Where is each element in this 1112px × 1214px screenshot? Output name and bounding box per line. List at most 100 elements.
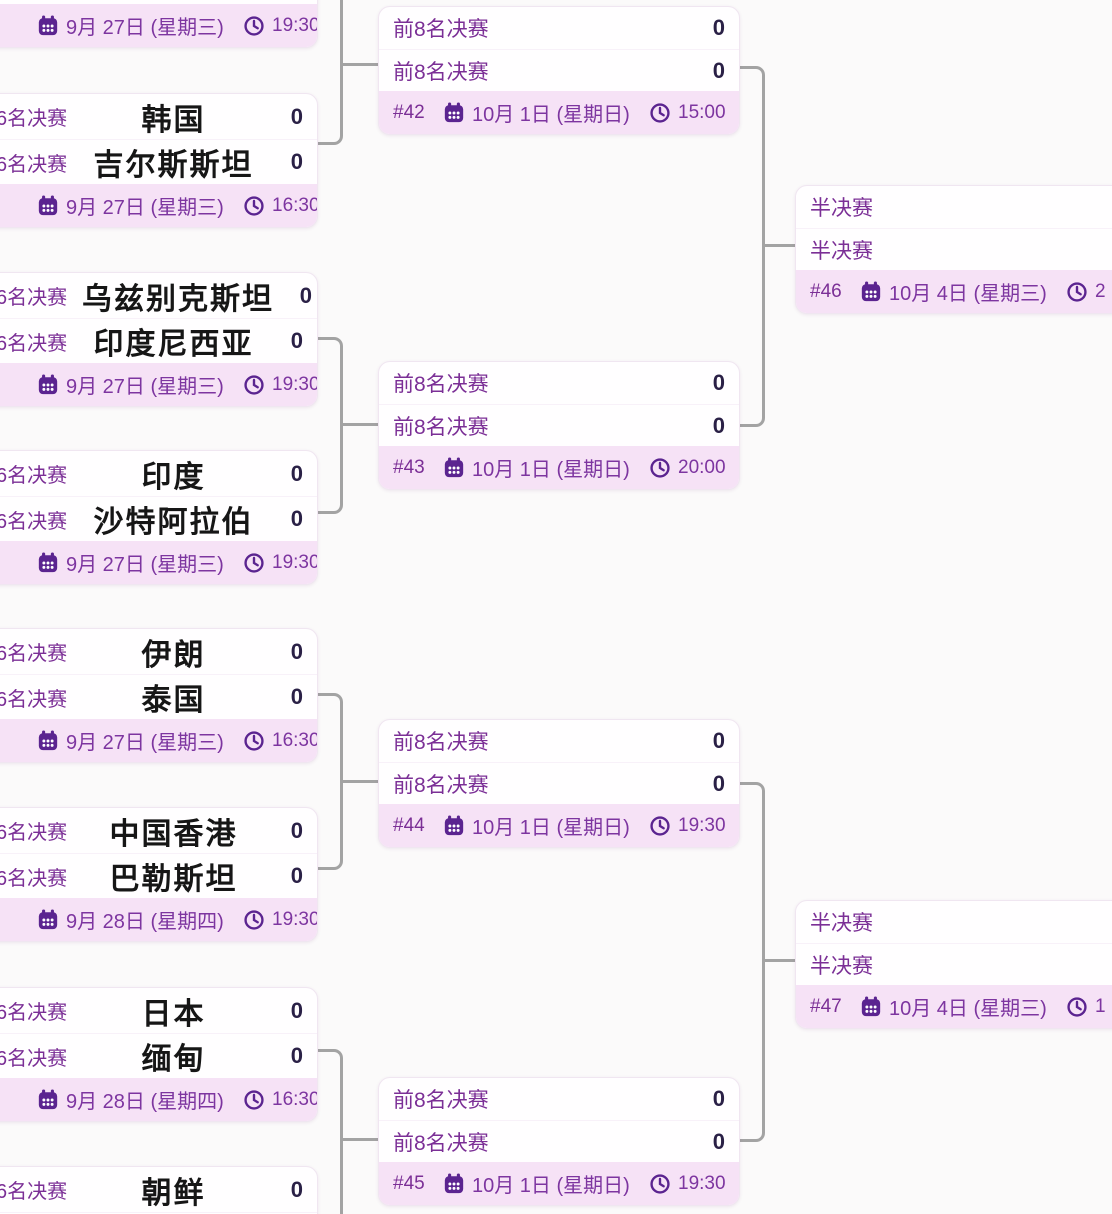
r16-match-2[interactable]: 6名决赛 乌兹别克斯坦 0 6名决赛 印度尼西亚 0 9月 27日 (星期三) …: [0, 272, 318, 407]
team-row[interactable]: 6名决赛 印度 0: [0, 451, 317, 496]
match-footer: 9月 27日 (星期三) 16:30: [0, 184, 317, 227]
slot-row[interactable]: 前8名决赛 0: [379, 1078, 739, 1120]
qf-match-42[interactable]: 前8名决赛 0 前8名决赛 0 #42 10月 1日 (星期日) 15:00: [378, 6, 740, 135]
match-time: 16:30: [272, 729, 318, 751]
slot-score: 0: [712, 15, 725, 40]
calendar-icon: [443, 814, 465, 837]
slot-row[interactable]: 半决赛: [796, 228, 1112, 270]
r16-match-1[interactable]: 6名决赛 韩国 0 6名决赛 吉尔斯斯坦 0 9月 27日 (星期三) 16:3…: [0, 93, 318, 228]
match-time: 16:30: [272, 1088, 318, 1110]
match-date-group: 10月 4日 (星期三): [860, 992, 1047, 1021]
match-footer: 9月 27日 (星期三) 19:30: [0, 4, 317, 47]
team-score: 0: [290, 1176, 303, 1202]
r16-match-4[interactable]: 6名决赛 伊朗 0 6名决赛 泰国 0 9月 27日 (星期三) 16:30: [0, 628, 318, 763]
slot-row[interactable]: 前8名决赛 0: [379, 720, 739, 762]
match-time: 2: [1095, 280, 1106, 302]
r16-match-3[interactable]: 6名决赛 印度 0 6名决赛 沙特阿拉伯 0 9月 27日 (星期三) 19:3…: [0, 450, 318, 585]
calendar-icon: [860, 280, 882, 303]
slot-row[interactable]: 前8名决赛 0: [379, 362, 739, 404]
match-date-group: 10月 1日 (星期日): [443, 1169, 630, 1198]
match-time-group: 19:30: [649, 815, 726, 837]
clock-icon: [649, 102, 671, 124]
team-row[interactable]: 6名决赛 韩国 0: [0, 94, 317, 139]
team-row[interactable]: 6名决赛 乌兹别克斯坦 0: [0, 273, 317, 318]
round-label: 6名决赛: [0, 1047, 68, 1070]
team-score: 0: [299, 282, 312, 308]
clock-icon: [649, 1173, 671, 1195]
team-row[interactable]: 6名决赛 缅甸 0: [0, 1033, 317, 1078]
team-row[interactable]: 6名决赛 朝鲜 0: [0, 1167, 317, 1212]
qf-match-45[interactable]: 前8名决赛 0 前8名决赛 0 #45 10月 1日 (星期日) 19:30: [378, 1077, 740, 1206]
calendar-icon: [37, 551, 59, 574]
match-date-group: 9月 27日 (星期三): [37, 11, 224, 40]
calendar-icon: [443, 101, 465, 124]
match-date-group: 9月 28日 (星期四): [37, 1085, 224, 1114]
match-time: 19:30: [678, 1172, 726, 1194]
match-footer: 9月 27日 (星期三) 16:30: [0, 719, 317, 762]
slot-row[interactable]: 前8名决赛 0: [379, 49, 739, 91]
slot-row[interactable]: 前8名决赛 0: [379, 1120, 739, 1162]
slot-label: 前8名决赛: [393, 60, 489, 84]
slot-score: 0: [712, 412, 725, 438]
slot-row[interactable]: 半决赛: [796, 901, 1112, 943]
qf-match-44[interactable]: 前8名决赛 0 前8名决赛 0 #44 10月 1日 (星期日) 19:30: [378, 719, 740, 848]
r16-match-5[interactable]: 6名决赛 中国香港 0 6名决赛 巴勒斯坦 0 9月 28日 (星期四) 19:…: [0, 807, 318, 942]
match-time-group: 16:30: [243, 1088, 318, 1111]
match-footer: #44 10月 1日 (星期日) 19:30: [379, 804, 739, 847]
team-row[interactable]: 6名决赛 沙特阿拉伯 0: [0, 496, 317, 541]
slot-row[interactable]: 前8名决赛 0: [379, 404, 739, 446]
slot-label: 前8名决赛: [393, 1089, 489, 1112]
match-footer: #43 10月 1日 (星期日) 20:00: [379, 446, 739, 489]
team-row[interactable]: 6名决赛 印度尼西亚 0: [0, 318, 317, 363]
match-time: 20:00: [678, 456, 726, 478]
slot-label: 前8名决赛: [393, 415, 489, 439]
team-row[interactable]: 6名决赛 吉尔斯斯坦 0: [0, 139, 317, 184]
team-score: 0: [290, 506, 303, 531]
sf-match-46[interactable]: 半决赛 半决赛 #46 10月 4日 (星期三) 2: [795, 185, 1112, 314]
connector-r16-to-qf42: [318, 0, 343, 145]
r16-match-6[interactable]: 6名决赛 日本 0 6名决赛 缅甸 0 9月 28日 (星期四) 16:30: [0, 987, 318, 1122]
match-time-group: 19:30: [243, 909, 317, 931]
team-score: 0: [290, 1043, 303, 1068]
match-number: #42: [393, 101, 425, 123]
match-time-group: 19:30: [243, 552, 317, 574]
connector-r16-to-qf45: [318, 1049, 343, 1214]
team-name: 伊朗: [141, 638, 206, 672]
team-score: 0: [290, 817, 303, 843]
team-row[interactable]: 6名决赛 泰国 0: [0, 674, 317, 719]
team-row[interactable]: 6名决赛 巴勒斯坦 0: [0, 853, 317, 898]
team-row[interactable]: 6名决赛: [0, 1212, 317, 1214]
match-time-group: 19:30: [243, 14, 318, 37]
slot-score: 0: [712, 57, 725, 83]
slot-label: 前8名决赛: [393, 1131, 489, 1155]
connector-stub-qf44: [343, 780, 378, 783]
match-date: 10月 4日 (星期三): [889, 998, 1047, 1020]
match-date-group: 10月 1日 (星期日): [443, 98, 630, 127]
team-name: 缅甸: [141, 1043, 206, 1076]
slot-row[interactable]: 半决赛: [796, 943, 1112, 985]
connector-stub-sf47: [765, 959, 795, 962]
match-time-group: 2: [1066, 281, 1106, 303]
match-date: 10月 1日 (星期日): [472, 817, 630, 839]
match-time-group: 1: [1066, 996, 1106, 1018]
team-row[interactable]: 6名决赛 中国香港 0: [0, 808, 317, 853]
match-time: 16:30: [272, 194, 318, 216]
clock-icon: [243, 195, 265, 217]
slot-label: 前8名决赛: [393, 731, 489, 754]
team-name: 印度: [141, 460, 206, 494]
connector-stub-qf42: [343, 63, 378, 66]
team-row[interactable]: 6名决赛 伊朗 0: [0, 629, 317, 674]
match-time-group: 19:30: [649, 1173, 726, 1195]
match-number: #44: [393, 814, 425, 836]
team-row[interactable]: 6名决赛 日本 0: [0, 988, 317, 1033]
qf-match-43[interactable]: 前8名决赛 0 前8名决赛 0 #43 10月 1日 (星期日) 20:00: [378, 361, 740, 490]
sf-match-47[interactable]: 半决赛 半决赛 #47 10月 4日 (星期三) 1: [795, 900, 1112, 1029]
slot-label: 前8名决赛: [393, 373, 489, 396]
match-number: #43: [393, 456, 425, 478]
slot-row[interactable]: 半决赛: [796, 186, 1112, 228]
slot-row[interactable]: 前8名决赛 0: [379, 7, 739, 49]
r16-match-0[interactable]: 6名决赛 6名决赛 9月 27日 (星期三) 19:30: [0, 0, 318, 48]
slot-row[interactable]: 前8名决赛 0: [379, 762, 739, 804]
match-time: 19:30: [272, 14, 318, 36]
r16-match-7[interactable]: 6名决赛 朝鲜 0 6名决赛: [0, 1166, 318, 1214]
